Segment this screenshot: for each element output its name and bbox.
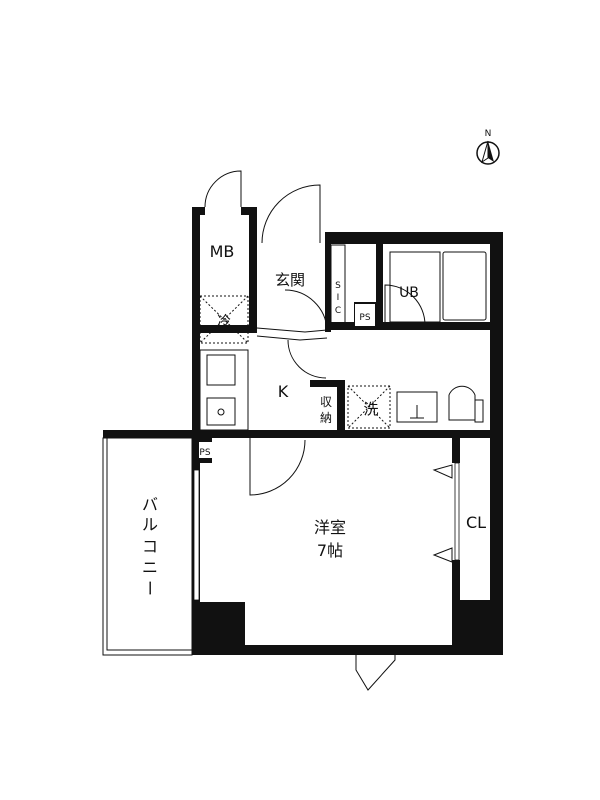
room-label-sic-i: I (337, 293, 340, 303)
room-label-storage-1: 収 (320, 395, 332, 409)
room-label-western: 洋室 (314, 518, 346, 537)
svg-text:ニ: ニ (142, 558, 158, 577)
room-label-ub: UB (399, 285, 419, 301)
fixtures (102, 244, 487, 656)
svg-text:ル: ル (142, 515, 158, 534)
walls (103, 207, 503, 655)
room-label-sic-c: C (335, 306, 341, 316)
room-label-genkan: 玄関 (275, 271, 305, 289)
svg-text:バ: バ (142, 495, 158, 514)
svg-text:ー: ー (140, 580, 159, 596)
svg-text:N: N (485, 129, 492, 139)
room-label-fridge: 冷 (217, 314, 231, 330)
room-label-storage-2: 納 (320, 411, 332, 425)
room-label-washer: 洗 (363, 400, 378, 418)
room-label-western-size: 7帖 (317, 541, 343, 560)
room-label-ps-left: PS (199, 448, 210, 458)
room-label-mb: MB (210, 242, 235, 261)
north-compass-icon: N (476, 129, 500, 165)
room-label-sic-s: S (335, 281, 341, 291)
room-label-kitchen: K (278, 382, 289, 401)
room-label-balcony: バ ル コ ニ ー (140, 495, 159, 596)
room-label-ps-top: PS (359, 313, 370, 323)
room-label-closet: CL (466, 513, 486, 532)
svg-text:コ: コ (142, 537, 158, 556)
